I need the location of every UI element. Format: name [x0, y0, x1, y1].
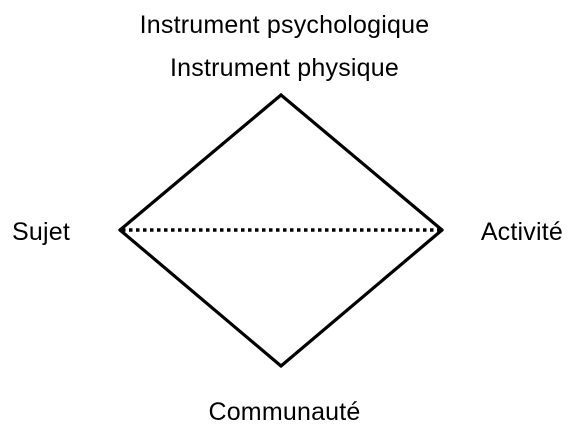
- edge-top-left: [118, 93, 283, 232]
- edge-bottom-left: [118, 228, 283, 368]
- label-instrument-physique: Instrument physique: [170, 54, 399, 82]
- label-instrument-psychologique: Instrument psychologique: [139, 11, 430, 39]
- label-communaute: Communauté: [208, 398, 361, 426]
- edge-top-right: [279, 93, 444, 232]
- edge-bottom-right: [279, 228, 444, 368]
- label-activite: Activité: [480, 218, 563, 246]
- label-sujet: Sujet: [12, 218, 70, 246]
